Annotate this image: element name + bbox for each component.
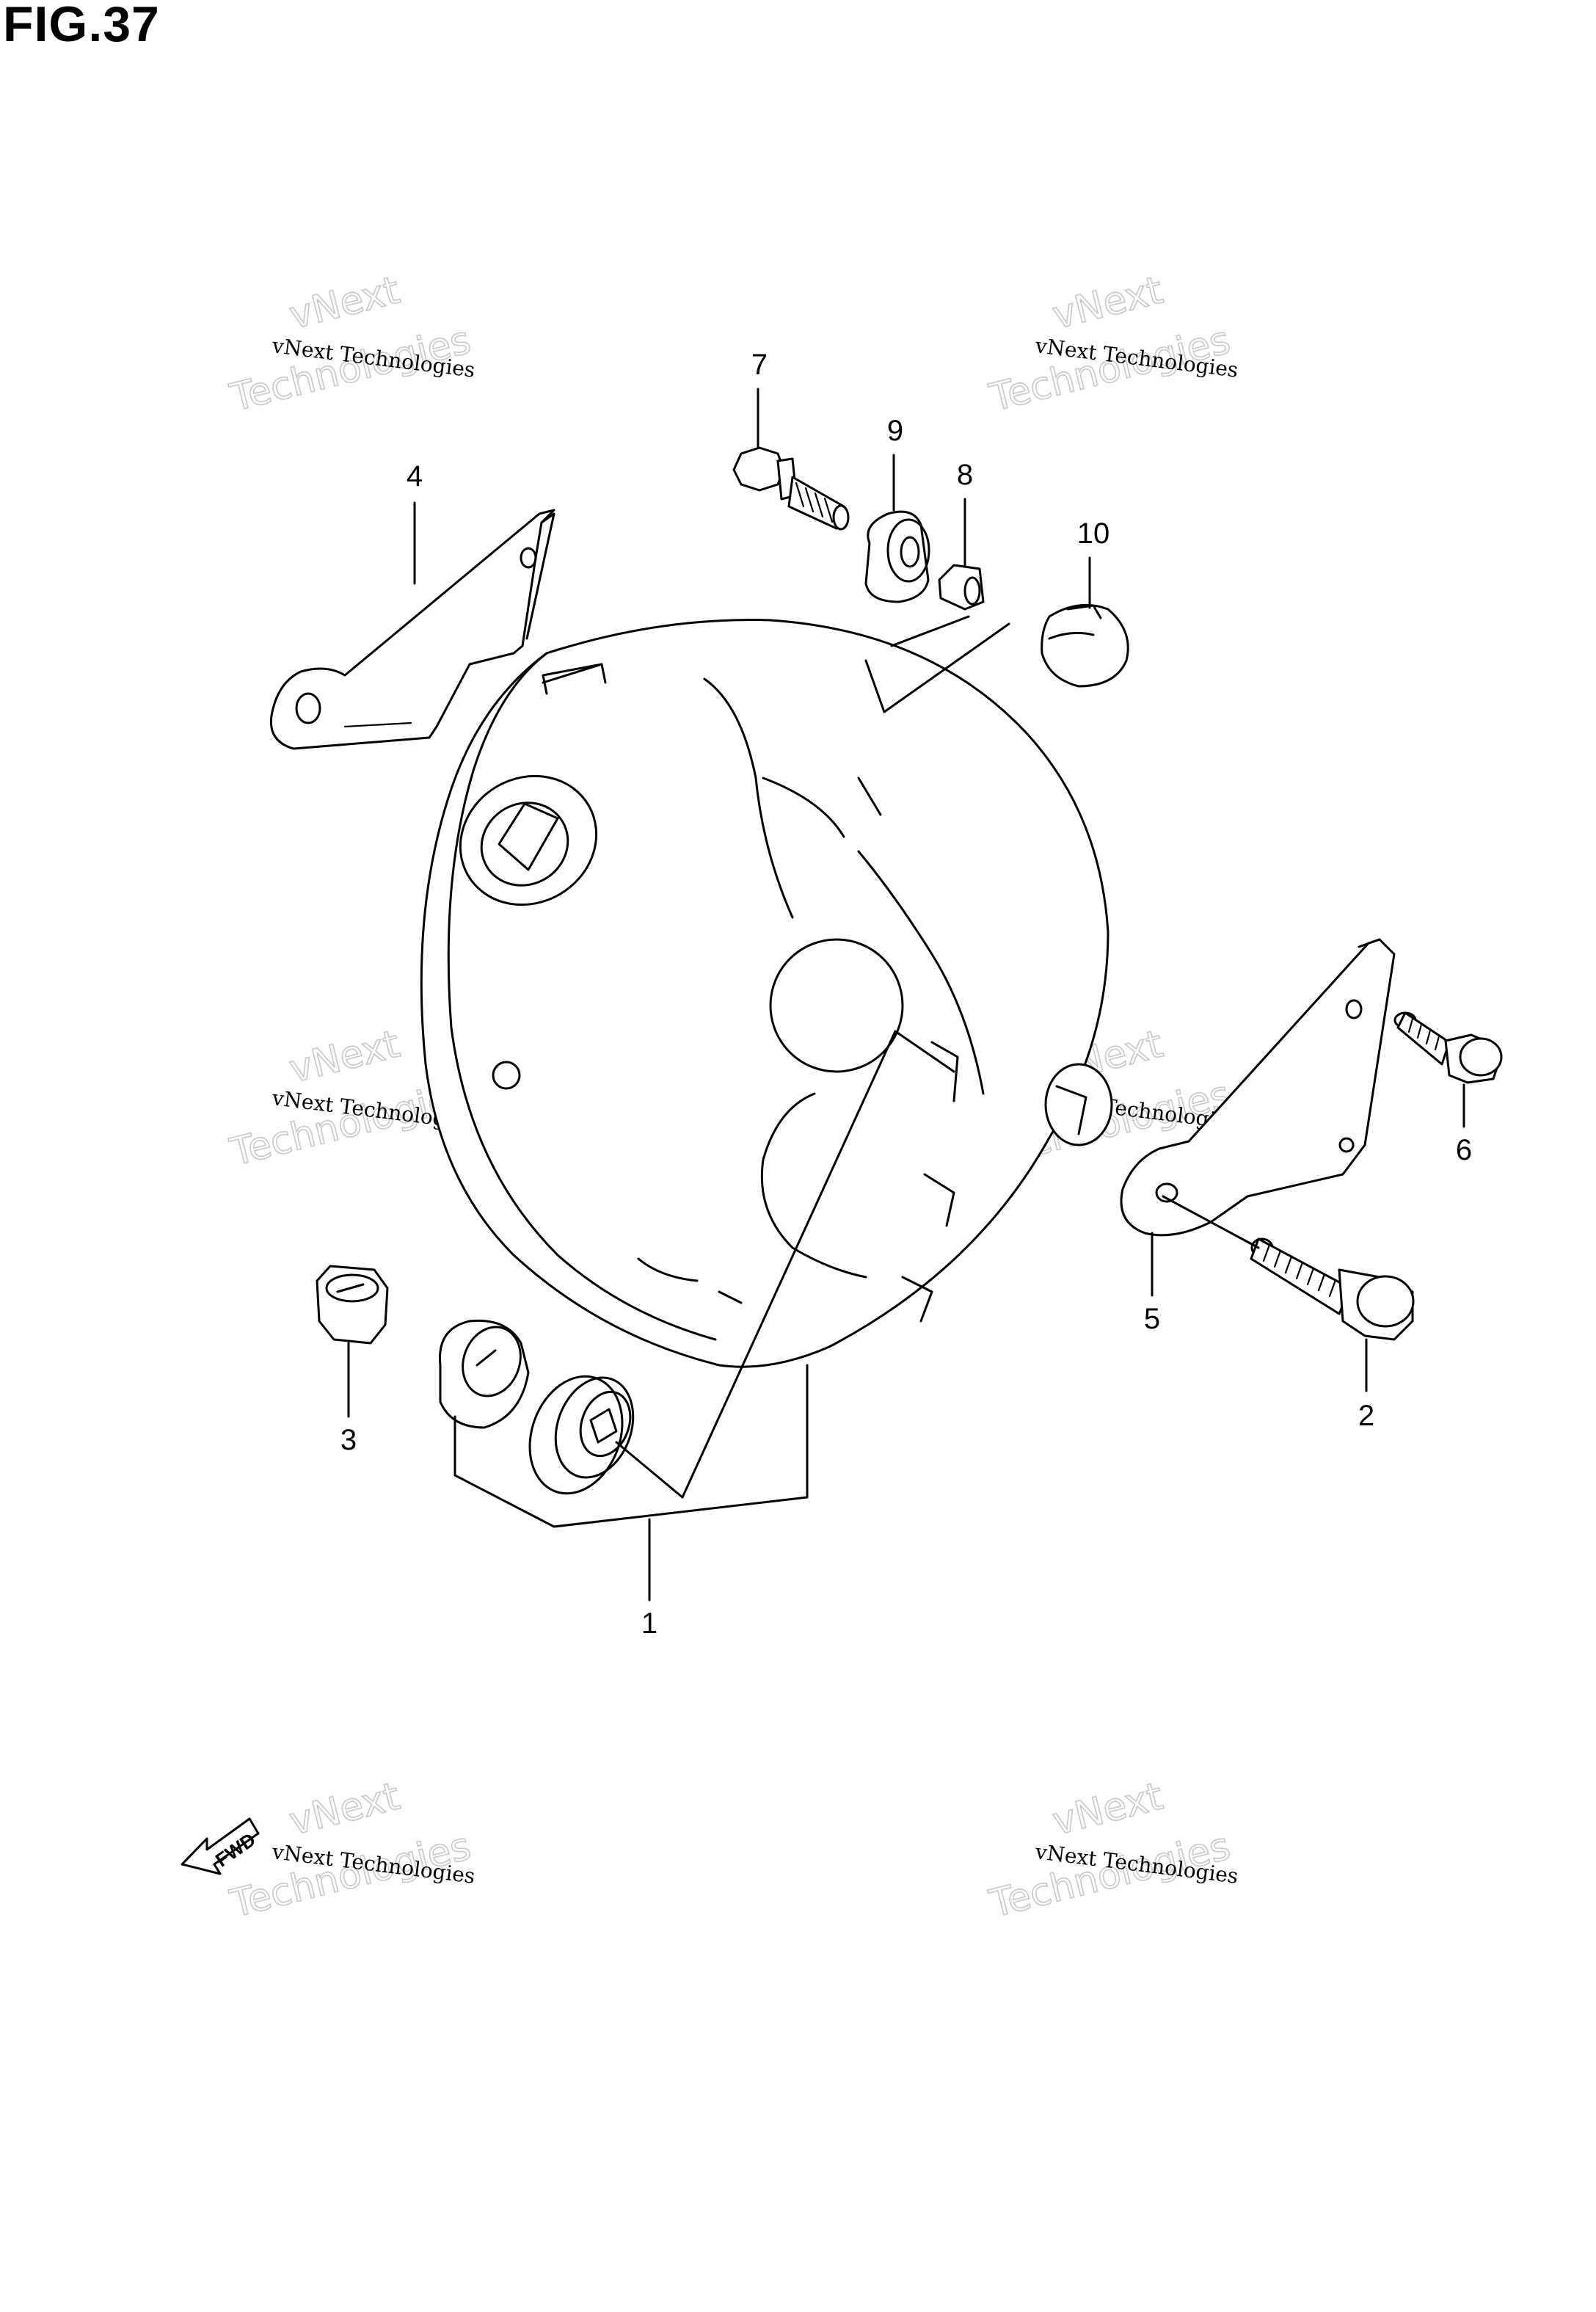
watermark-bottom-right: vNext Technologies vNext Technologies: [985, 1774, 1239, 1927]
leader-housing-grommet: [615, 1030, 955, 1499]
callout-6: 6: [1456, 1083, 1472, 1166]
callout-4: 4: [407, 460, 423, 585]
bracket-right-part-5: [1120, 938, 1396, 1237]
svg-text:1: 1: [641, 1607, 657, 1640]
watermark-bottom-left: vNext Technologies vNext Technologies: [225, 1774, 476, 1927]
callout-3: 3: [340, 1342, 357, 1456]
svg-text:3: 3: [340, 1424, 357, 1456]
callout-9: 9: [887, 415, 903, 512]
callout-1: 1: [641, 1518, 657, 1640]
watermark-top-right: vNext Technologies vNext Technologies: [985, 268, 1239, 421]
leader-upper-parts: [864, 615, 1010, 713]
svg-text:5: 5: [1144, 1303, 1160, 1335]
svg-text:vNext: vNext: [1049, 269, 1167, 338]
svg-text:vNext: vNext: [285, 1022, 404, 1092]
svg-text:10: 10: [1077, 517, 1110, 550]
grommet-1: [439, 1319, 530, 1429]
callout-2: 2: [1358, 1338, 1374, 1432]
bracket-left-part-4: [269, 509, 555, 750]
group-bracket-part-1: [453, 1364, 809, 1528]
nut-part-3: [316, 1265, 389, 1345]
headlight-housing-part-1: [420, 619, 1113, 1368]
grommet-2: [528, 1375, 635, 1495]
callout-5: 5: [1144, 1232, 1160, 1335]
svg-text:4: 4: [407, 460, 423, 492]
bolt-part-6: [1393, 1011, 1503, 1084]
figure-title: FIG.37: [3, 0, 160, 52]
callout-7: 7: [751, 349, 768, 449]
svg-text:2: 2: [1358, 1400, 1374, 1432]
collar-part-8: [938, 564, 985, 611]
nut-part-10: [1041, 603, 1129, 688]
callout-8: 8: [957, 459, 973, 567]
svg-text:9: 9: [887, 415, 903, 447]
svg-text:vNext: vNext: [285, 269, 404, 338]
bolt-part-2: [1250, 1237, 1415, 1341]
bolt-part-7: [732, 446, 850, 531]
svg-text:6: 6: [1456, 1134, 1472, 1166]
svg-text:8: 8: [957, 459, 973, 491]
callout-10: 10: [1077, 517, 1110, 609]
leader-bolt-2: [1162, 1195, 1260, 1249]
fwd-arrow-icon: FWD: [181, 1817, 260, 1875]
svg-text:7: 7: [751, 349, 768, 381]
cushion-part-9: [864, 510, 930, 603]
svg-text:vNext: vNext: [1049, 1775, 1167, 1844]
watermark-top-left: vNext Technologies vNext Technologies: [225, 268, 476, 421]
svg-text:vNext: vNext: [285, 1775, 404, 1844]
